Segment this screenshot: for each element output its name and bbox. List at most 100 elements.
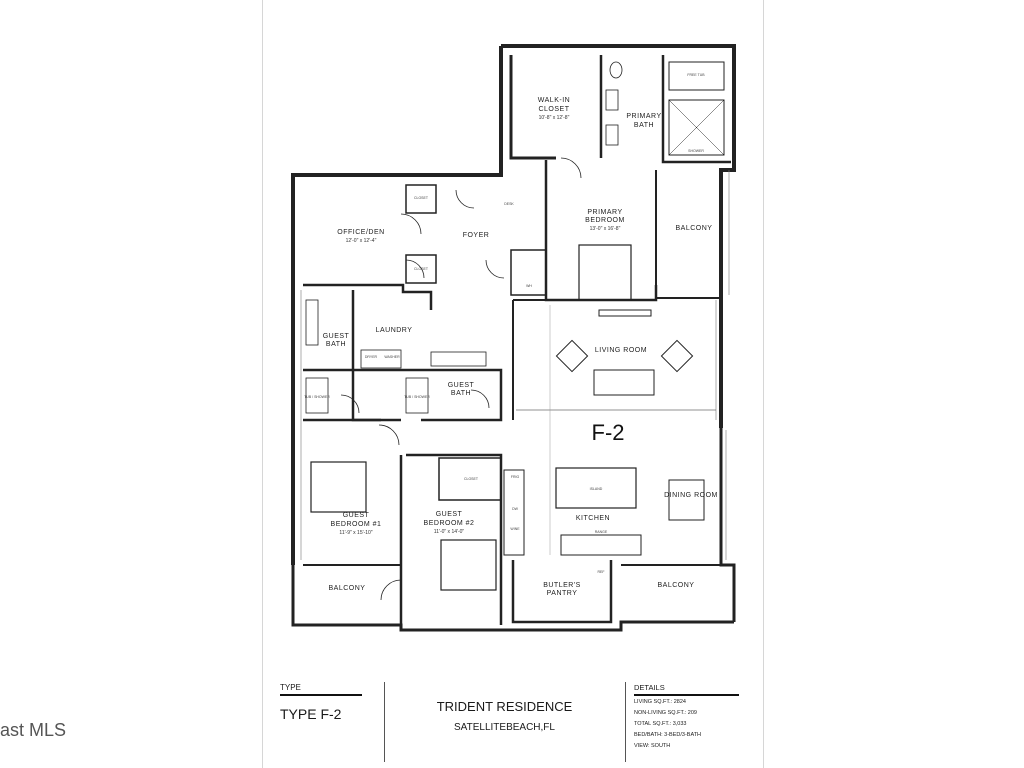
title-divider-left [384, 682, 385, 762]
label-dining-room: DINING ROOM [664, 492, 718, 499]
wh-closet [510, 249, 547, 296]
guest-bed-1 [310, 461, 367, 513]
label-balcony-east: BALCONY [676, 225, 713, 232]
bath-walls [599, 55, 731, 164]
kitchen-island [555, 467, 637, 509]
type-heading: TYPE [280, 683, 301, 692]
label-free-tub: FREE TUB [687, 73, 705, 77]
bedroom2-walls [406, 453, 503, 625]
label-dryer: DRYER [365, 355, 378, 359]
label-primary-bedroom-size: 13'-0" x 16'-8" [590, 226, 621, 232]
label-walk-in-1: WALK-IN [538, 97, 570, 104]
label-washer: WASHER [384, 355, 400, 359]
mls-watermark: ast MLS [0, 720, 67, 740]
closet-br2 [438, 457, 502, 501]
unit-label: F-2 [592, 420, 625, 445]
label-butlers-1: BUTLER'S [543, 582, 581, 589]
label-laundry: LAUNDRY [376, 327, 413, 334]
room-labels: WALK-IN CLOSET 10'-8" x 12'-8" PRIMARY B… [304, 73, 718, 597]
guest-bed-2 [440, 539, 497, 591]
free-tub [668, 61, 725, 91]
tv-console [598, 309, 652, 317]
label-tub-1: TUB / SHOWER [304, 395, 330, 399]
foyer-closet [405, 184, 437, 214]
detail-bed-bath: BED/BATH: 3-BED/3-BATH [634, 732, 702, 738]
living-wall [512, 299, 546, 420]
label-butlers-2: PANTRY [547, 590, 578, 597]
outer-wall-east-lower [719, 428, 736, 622]
kitchen-counter [560, 534, 642, 556]
type-underline [280, 694, 362, 696]
laundry-walls [353, 368, 503, 422]
label-wh: WH [526, 284, 532, 288]
label-range: RANGE [595, 530, 608, 534]
shower [668, 99, 725, 156]
label-guest-bedroom-2a: GUEST [436, 511, 463, 518]
label-living-room: LIVING ROOM [595, 347, 647, 354]
label-closet-foyer: CLOSET [414, 196, 429, 200]
label-dw: DW [512, 507, 519, 511]
label-office-size: 12'-0" x 12'-4" [346, 238, 377, 244]
primary-bed [578, 244, 632, 301]
type-value: TYPE F-2 [280, 706, 342, 722]
armchair-left [555, 339, 589, 373]
label-tub-2: TUB / SHOWER [404, 395, 430, 399]
label-guest-bath-2b: BATH [451, 390, 471, 397]
label-frig: FRIG [511, 475, 520, 479]
project-name: TRIDENT RESIDENCE [436, 699, 573, 714]
label-closet-br2: CLOSET [464, 477, 479, 481]
door-swings-north [400, 157, 582, 279]
label-desk: DESK [504, 202, 514, 206]
detail-living-sqft: LIVING SQ.FT.: 2824 [634, 699, 686, 705]
vanity-1 [605, 89, 619, 111]
guest-vanity-1 [305, 299, 319, 346]
dining-table [668, 479, 705, 521]
details-heading: DETAILS [634, 683, 665, 692]
label-walk-in-size: 10'-8" x 12'-8" [539, 115, 570, 121]
label-guest-bath-1a: GUEST [323, 333, 350, 340]
armchair-right [660, 339, 694, 373]
label-guest-bedroom-1-size: 11'-9" x 15'-10" [339, 530, 372, 536]
office-south-wall [303, 283, 433, 310]
detail-view: VIEW: SOUTH [634, 743, 671, 749]
shower-drain-lines [668, 99, 725, 156]
label-balcony-se: BALCONY [658, 582, 695, 589]
label-office: OFFICE/DEN [337, 229, 384, 236]
pantry-walls [511, 560, 613, 624]
sofa [593, 369, 655, 396]
label-guest-bath-1b: BATH [326, 341, 346, 348]
label-closet-laundry: CLOSET [414, 267, 429, 271]
label-guest-bedroom-1b: BEDROOM #1 [331, 521, 382, 528]
label-ref: REF [598, 570, 605, 574]
label-walk-in-2: CLOSET [538, 106, 569, 113]
outer-wall-east [501, 44, 736, 428]
window-lines [300, 170, 730, 560]
detail-total-sqft: TOTAL SQ.FT.: 3,033 [634, 721, 687, 727]
label-primary-bedroom-1: PRIMARY [587, 209, 622, 216]
label-primary-bath-1: PRIMARY [626, 113, 661, 120]
label-guest-bedroom-2b: BEDROOM #2 [424, 520, 475, 527]
detail-non-living-sqft: NON-LIVING SQ.FT.: 209 [634, 710, 697, 716]
tub-2 [405, 377, 429, 414]
balcony-wall [655, 170, 721, 299]
label-kitchen: KITCHEN [576, 515, 610, 522]
label-island: ISLAND [590, 487, 603, 491]
project-location: SATELLITEBEACH,FL [454, 722, 555, 733]
outer-wall-north-west [291, 46, 503, 565]
label-guest-bedroom-2-size: 11'-0" x 14'-0" [434, 529, 465, 535]
title-block: TYPE TYPE F-2 TRIDENT RESIDENCE SATELLIT… [272, 682, 742, 762]
washer-dryer [360, 349, 402, 369]
label-primary-bath-2: BATH [634, 122, 654, 129]
label-balcony-sw: BALCONY [329, 585, 366, 592]
closet-wall [509, 55, 556, 160]
kitchen-appliance-wall [503, 469, 525, 556]
tub-1 [305, 377, 329, 414]
laundry-closet [405, 254, 437, 284]
label-primary-bedroom-2: BEDROOM [585, 217, 625, 224]
title-divider-right [625, 682, 626, 762]
label-foyer: FOYER [463, 232, 490, 239]
guest-vanity-2 [430, 351, 487, 367]
floor-plan: WALK-IN CLOSET 10'-8" x 12'-8" PRIMARY B… [291, 44, 736, 632]
label-guest-bath-2a: GUEST [448, 382, 475, 389]
details-underline [634, 694, 739, 696]
